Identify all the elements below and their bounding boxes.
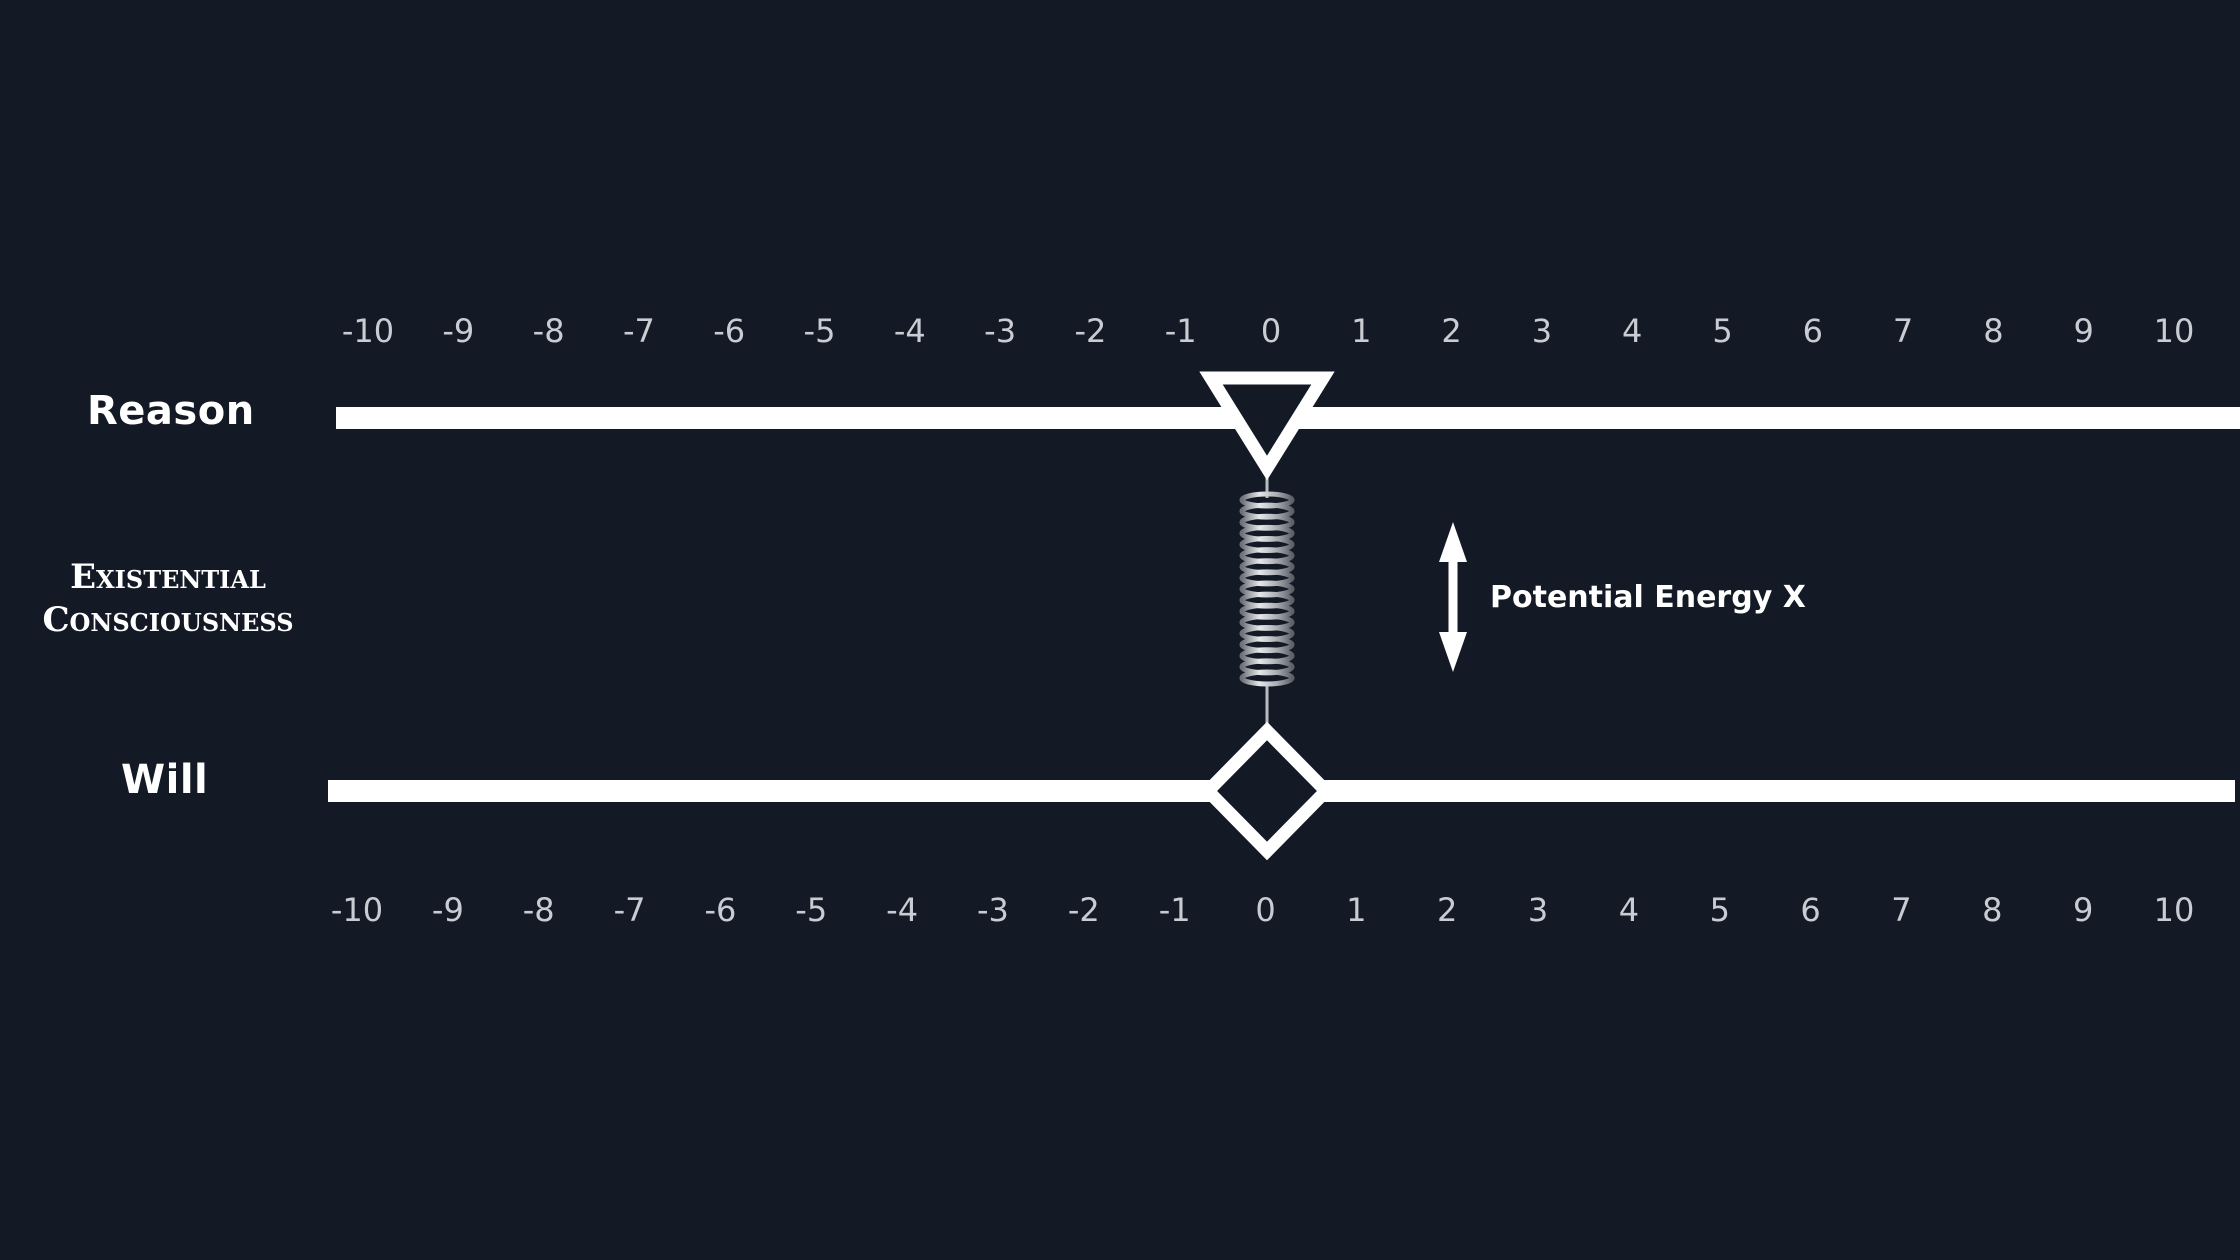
potential-energy-label: Potential Energy X	[1490, 580, 1806, 615]
bottom-scale-tick-label: 3	[1528, 891, 1548, 929]
spring-icon	[1239, 478, 1295, 724]
bottom-scale-tick-label: 8	[1982, 891, 2002, 929]
top-scale-tick-label: -9	[442, 312, 474, 350]
bottom-scale-tick-label: 6	[1800, 891, 1820, 929]
top-scale-tick-label: 8	[1983, 312, 2003, 350]
bottom-scale-tick-label: 7	[1891, 891, 1911, 929]
top-scale-tick-label: 4	[1622, 312, 1642, 350]
bottom-scale-tick-label: 4	[1619, 891, 1639, 929]
top-scale-tick-label: 6	[1803, 312, 1823, 350]
top-scale-tick-label: -7	[623, 312, 655, 350]
bottom-scale-tick-label: -2	[1068, 891, 1100, 929]
bottom-scale-tick-label: 2	[1437, 891, 1457, 929]
bottom-scale-tick-label: -1	[1159, 891, 1191, 929]
double-arrow-vertical-icon	[1439, 522, 1467, 672]
top-scale-tick-label: 2	[1441, 312, 1461, 350]
top-scale-tick-label: -3	[984, 312, 1016, 350]
bottom-scale-tick-label: -5	[795, 891, 827, 929]
reason-label: Reason	[87, 388, 255, 434]
bottom-scale-tick-label: -3	[977, 891, 1009, 929]
existential-label-line2: Consciousness	[42, 600, 294, 640]
top-scale-tick-label: -6	[713, 312, 745, 350]
top-scale-tick-label: -2	[1074, 312, 1106, 350]
diamond-icon	[1198, 721, 1336, 861]
top-scale-tick-label: 3	[1532, 312, 1552, 350]
bottom-scale-tick-label: 0	[1255, 891, 1275, 929]
bottom-scale-tick-label: -4	[886, 891, 918, 929]
existential-label-line1: Existential	[70, 557, 266, 597]
top-scale-tick-label: 9	[2074, 312, 2094, 350]
top-scale-tick-label: -10	[342, 312, 394, 350]
bottom-scale-tick-label: -7	[614, 891, 646, 929]
will-label: Will	[121, 757, 209, 803]
bottom-scale-tick-label: -10	[331, 891, 383, 929]
bottom-scale-tick-label: -9	[432, 891, 464, 929]
bottom-scale-tick-label: 1	[1346, 891, 1366, 929]
bottom-scale-tick-label: 5	[1710, 891, 1730, 929]
top-scale-tick-label: -1	[1165, 312, 1197, 350]
bottom-scale-tick-label: -8	[523, 891, 555, 929]
triangle-down-icon	[1199, 371, 1335, 481]
top-scale-tick-label: -8	[533, 312, 565, 350]
bottom-scale-tick-label: 9	[2073, 891, 2093, 929]
top-scale-tick-label: 5	[1712, 312, 1732, 350]
top-scale-tick-label: -4	[894, 312, 926, 350]
top-scale-tick-label: 7	[1893, 312, 1913, 350]
existential-consciousness-label: Existential Consciousness	[28, 556, 308, 642]
bottom-scale-tick-label: 10	[2154, 891, 2195, 929]
bottom-scale-tick-label: -6	[704, 891, 736, 929]
top-scale-tick-label: 0	[1261, 312, 1281, 350]
spring-coil	[1239, 669, 1295, 687]
top-scale-tick-label: 10	[2154, 312, 2195, 350]
top-scale-tick-label: 1	[1351, 312, 1371, 350]
top-scale-tick-label: -5	[804, 312, 836, 350]
